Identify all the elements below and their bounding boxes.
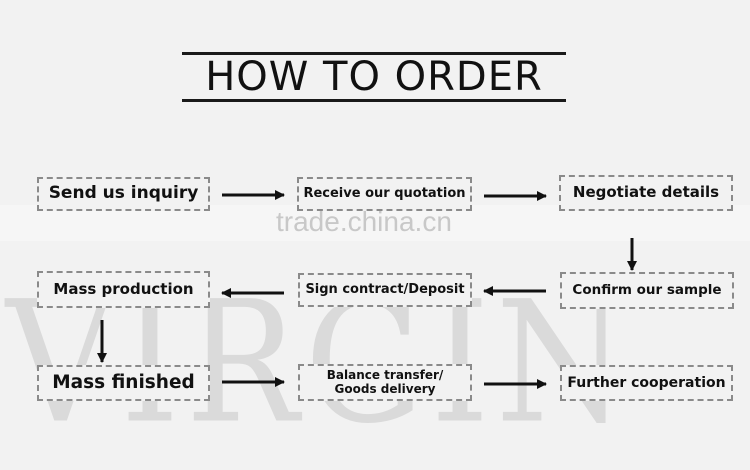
step-balance-transfer: Balance transfer/ Goods delivery — [298, 364, 472, 401]
step-confirm-sample: Confirm our sample — [560, 272, 734, 309]
page-title: HOW TO ORDER — [205, 54, 543, 100]
step-mass-production: Mass production — [37, 271, 210, 308]
step-send-inquiry: Send us inquiry — [37, 177, 210, 211]
watermark-band — [0, 205, 750, 241]
title-rule-bottom — [182, 99, 566, 102]
step-receive-quotation: Receive our quotation — [297, 177, 472, 211]
step-further-cooperation: Further cooperation — [560, 365, 733, 401]
title-rule-top — [182, 52, 566, 55]
watermark-site: trade.china.cn — [276, 206, 452, 237]
step-mass-finished: Mass finished — [37, 365, 210, 401]
step-sign-contract: Sign contract/Deposit — [298, 273, 472, 307]
step-negotiate-details: Negotiate details — [559, 175, 733, 211]
